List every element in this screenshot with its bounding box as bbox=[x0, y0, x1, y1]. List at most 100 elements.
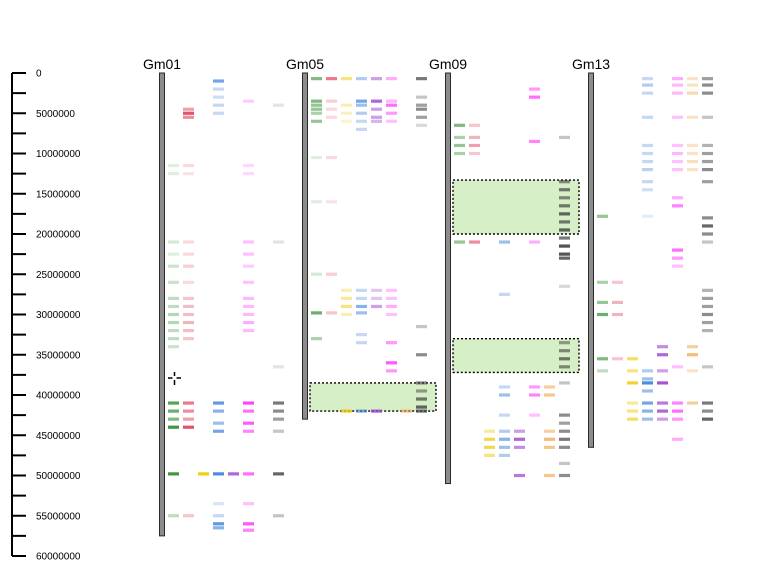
scale-tick-label: 60000000 bbox=[36, 552, 81, 563]
marker-band bbox=[183, 240, 194, 244]
marker-band bbox=[559, 204, 570, 208]
marker-band bbox=[183, 425, 194, 429]
marker-band bbox=[198, 472, 209, 476]
marker-band bbox=[416, 115, 427, 119]
marker-band bbox=[672, 159, 683, 164]
marker-band bbox=[672, 115, 683, 119]
marker-band bbox=[672, 91, 683, 95]
marker-band bbox=[529, 139, 540, 144]
marker-band bbox=[672, 143, 683, 148]
marker-band bbox=[469, 123, 480, 127]
marker-band bbox=[183, 304, 194, 309]
marker-band bbox=[687, 159, 698, 164]
scale-tick-label: 30000000 bbox=[36, 310, 81, 321]
chromosome-bar bbox=[445, 72, 451, 485]
scale-tick-label: 15000000 bbox=[36, 189, 81, 200]
marker-band bbox=[168, 329, 179, 333]
marker-band bbox=[213, 87, 224, 91]
marker-band bbox=[702, 320, 713, 325]
marker-band bbox=[559, 341, 570, 345]
marker-band bbox=[687, 168, 698, 172]
move-cursor-icon bbox=[168, 372, 181, 385]
marker-band bbox=[416, 95, 427, 99]
marker-band bbox=[559, 381, 570, 385]
chromosome-bar bbox=[159, 72, 165, 537]
marker-band bbox=[559, 236, 570, 240]
marker-band bbox=[702, 312, 713, 317]
marker-band bbox=[657, 401, 668, 405]
marker-band bbox=[311, 200, 322, 204]
marker-band bbox=[341, 111, 352, 115]
chromosome-bar bbox=[588, 72, 594, 448]
marker-band bbox=[356, 127, 367, 131]
marker-band bbox=[672, 401, 683, 405]
marker-band bbox=[371, 99, 382, 103]
marker-band bbox=[183, 409, 194, 413]
marker-band bbox=[672, 204, 683, 208]
marker-band bbox=[642, 115, 653, 119]
marker-band bbox=[597, 369, 608, 373]
marker-band bbox=[559, 349, 570, 353]
marker-band bbox=[672, 77, 683, 81]
marker-band bbox=[183, 337, 194, 341]
marker-band bbox=[371, 409, 382, 413]
marker-band bbox=[168, 172, 179, 176]
marker-band bbox=[243, 240, 254, 244]
marker-band bbox=[672, 417, 683, 421]
scale-tick-label: 25000000 bbox=[36, 270, 81, 281]
marker-band bbox=[183, 312, 194, 317]
marker-band bbox=[311, 155, 322, 160]
marker-band bbox=[243, 312, 254, 317]
marker-band bbox=[597, 312, 608, 317]
marker-band bbox=[243, 429, 254, 433]
marker-band bbox=[559, 135, 570, 139]
chromosome-gm01: Gm01 bbox=[143, 56, 284, 537]
marker-band bbox=[514, 437, 525, 441]
marker-band bbox=[183, 401, 194, 405]
marker-band bbox=[702, 224, 713, 228]
marker-band bbox=[642, 180, 653, 184]
scale-tick-label: 45000000 bbox=[36, 431, 81, 442]
marker-band bbox=[356, 296, 367, 300]
marker-band bbox=[168, 296, 179, 300]
scale-tick-label: 20000000 bbox=[36, 230, 81, 241]
marker-band bbox=[386, 296, 397, 300]
marker-band bbox=[341, 312, 352, 317]
marker-band bbox=[514, 473, 525, 478]
marker-band bbox=[499, 437, 510, 441]
marker-band bbox=[702, 232, 713, 236]
marker-band bbox=[514, 429, 525, 433]
marker-band bbox=[168, 304, 179, 309]
marker-band bbox=[371, 115, 382, 119]
highlight-region bbox=[452, 337, 580, 374]
marker-band bbox=[168, 409, 179, 413]
marker-band bbox=[597, 214, 608, 218]
marker-band bbox=[243, 320, 254, 325]
marker-band bbox=[702, 180, 713, 184]
marker-band bbox=[612, 312, 623, 317]
marker-band bbox=[326, 77, 337, 81]
marker-band bbox=[326, 200, 337, 204]
chromosome-label: Gm13 bbox=[572, 56, 610, 72]
marker-band bbox=[356, 99, 367, 103]
marker-band bbox=[213, 103, 224, 107]
marker-band bbox=[243, 329, 254, 333]
marker-band bbox=[672, 196, 683, 200]
marker-band bbox=[243, 528, 254, 532]
marker-band bbox=[326, 311, 337, 315]
marker-band bbox=[702, 401, 713, 405]
marker-band bbox=[642, 214, 653, 218]
marker-band bbox=[311, 111, 322, 115]
highlight-region bbox=[452, 179, 580, 235]
marker-band bbox=[559, 252, 570, 256]
marker-band bbox=[183, 320, 194, 325]
marker-band bbox=[702, 329, 713, 333]
marker-band bbox=[416, 397, 427, 401]
marker-band bbox=[484, 453, 495, 457]
marker-band bbox=[356, 311, 367, 315]
marker-band bbox=[311, 77, 322, 81]
marker-band bbox=[386, 341, 397, 345]
marker-band bbox=[672, 264, 683, 268]
marker-band bbox=[371, 304, 382, 309]
marker-band bbox=[386, 312, 397, 317]
